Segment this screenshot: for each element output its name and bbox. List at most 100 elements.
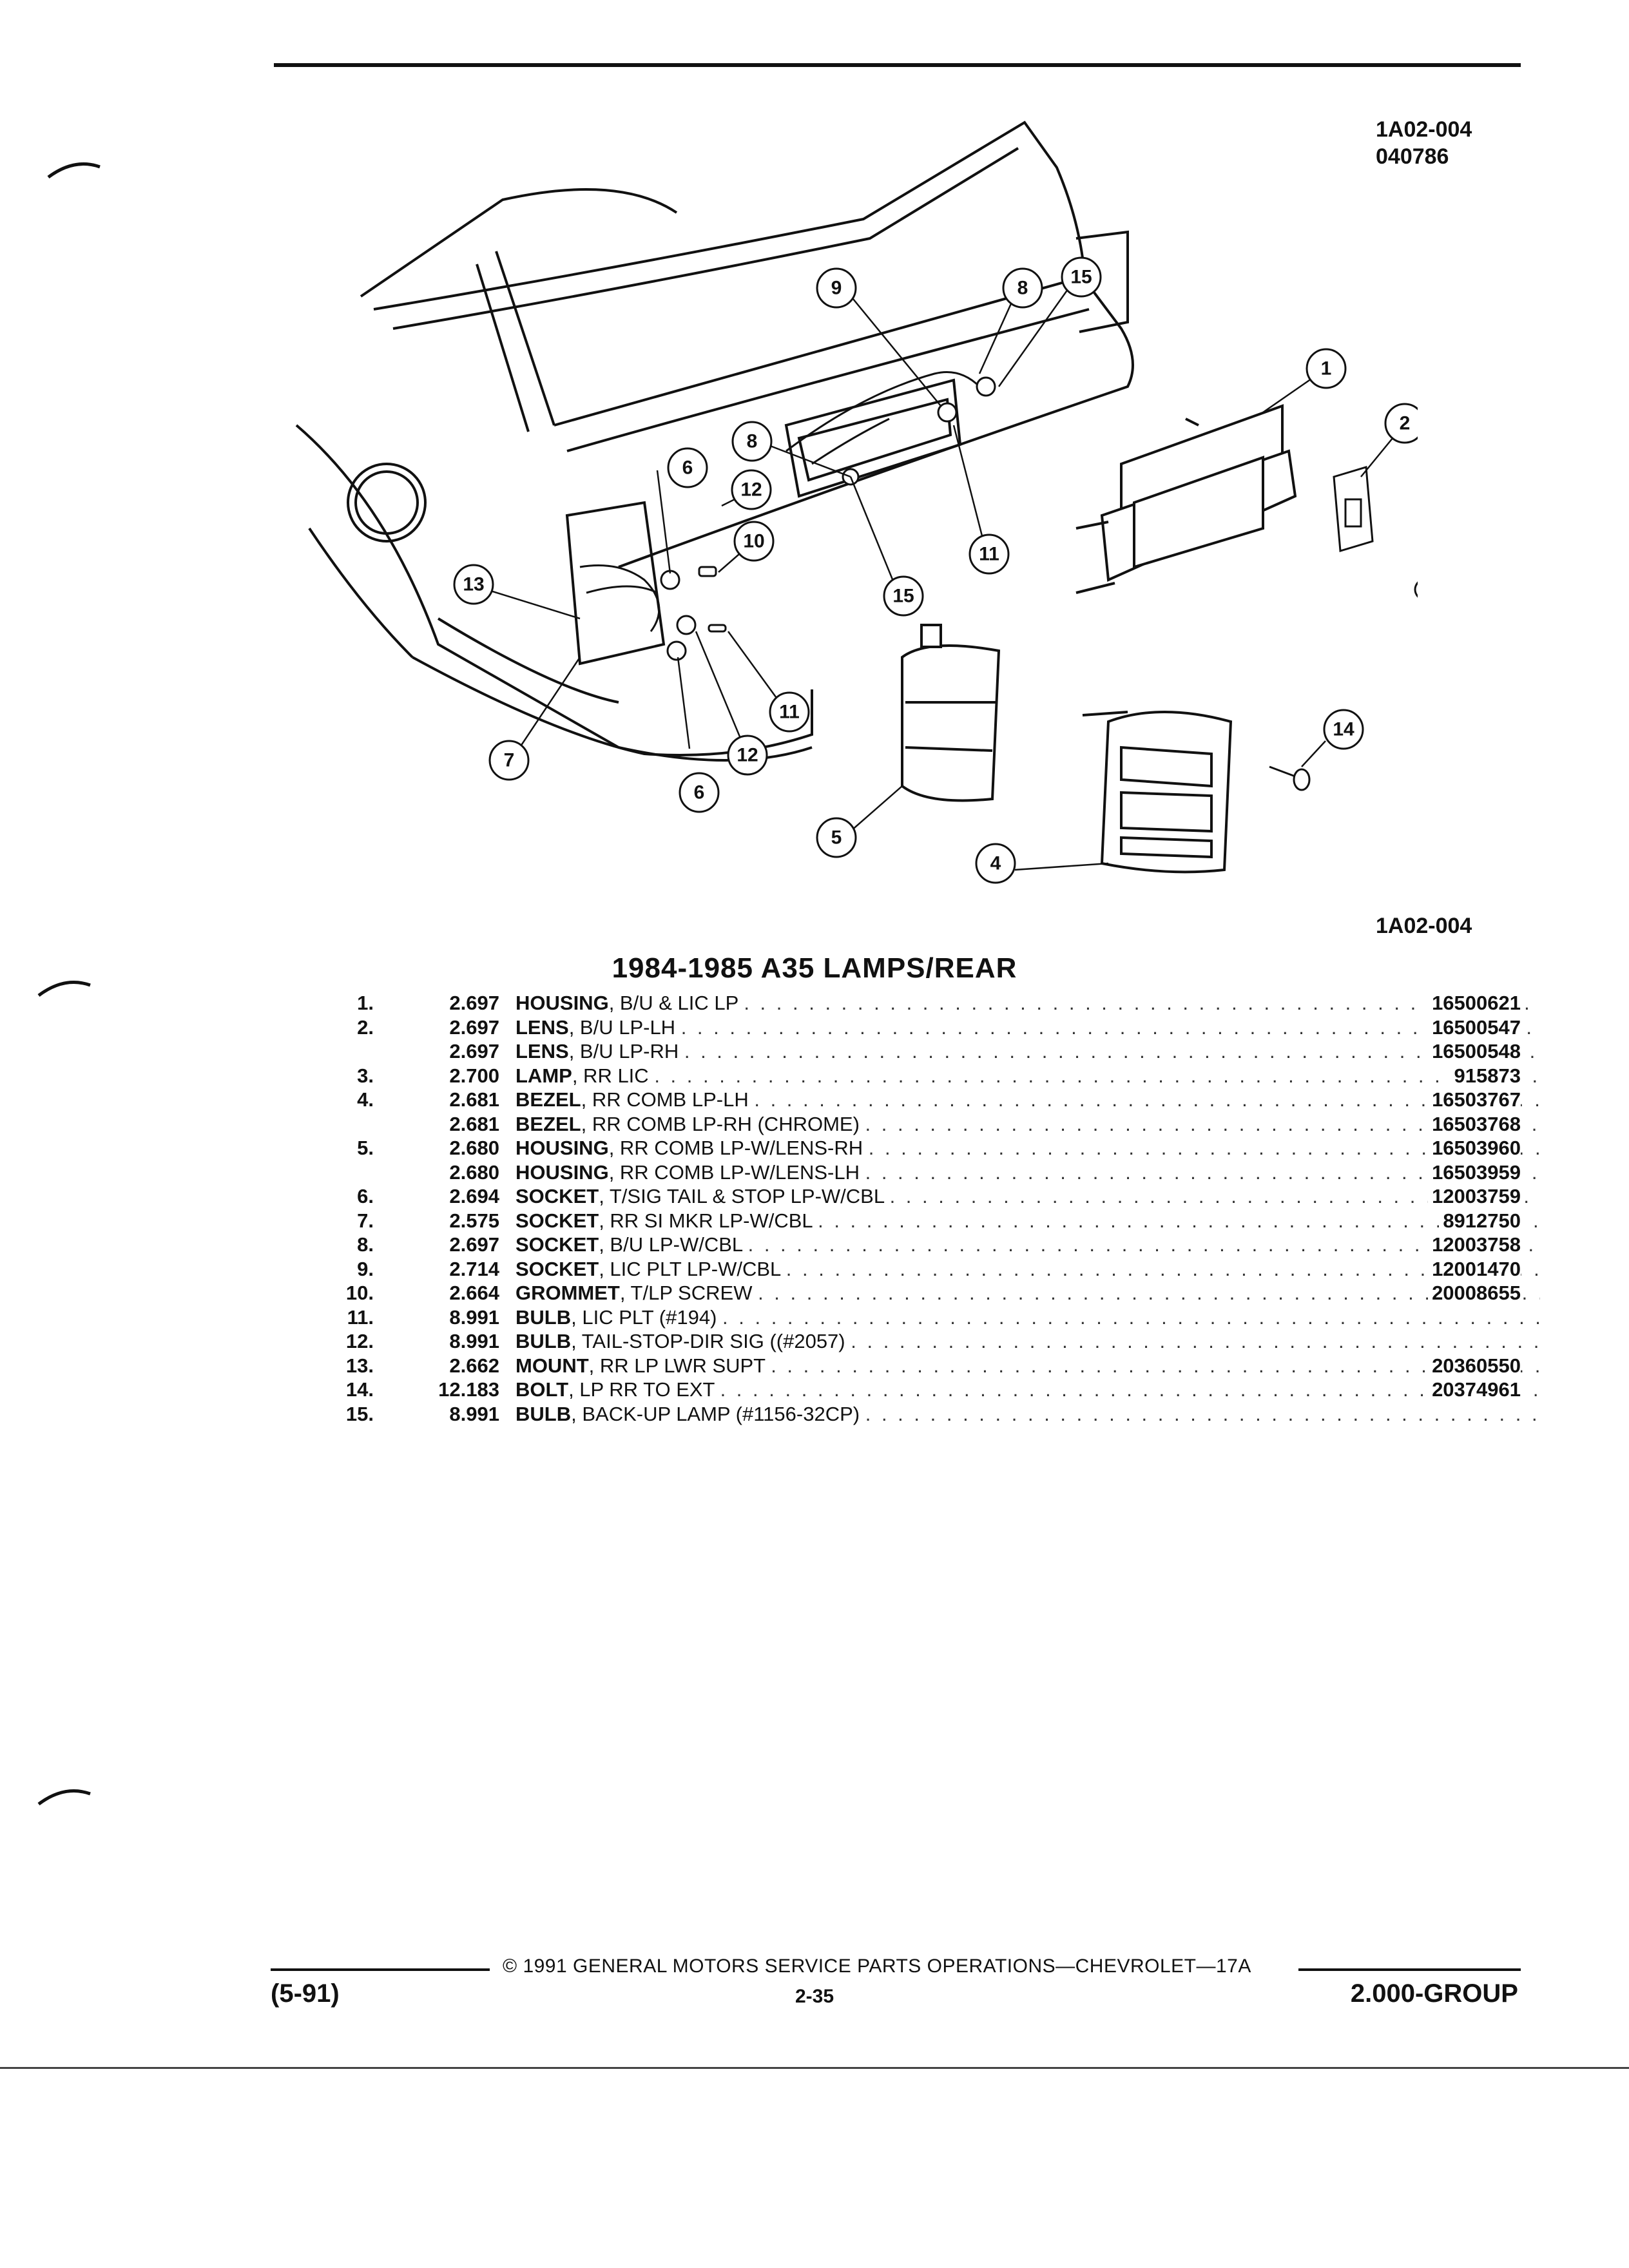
illustration-code-top: 1A02-004 <box>1376 117 1472 142</box>
bottom-rule <box>0 2067 1629 2069</box>
illustration-date-code: 040786 <box>1376 144 1449 169</box>
part-modifier: , RR COMB LP-RH (CHROME) <box>581 1112 860 1135</box>
part-number: 16503960 <box>1428 1136 1521 1160</box>
margin-mark-bottom <box>37 1789 91 1806</box>
part-modifier: , T/SIG TAIL & STOP LP-W/CBL <box>599 1185 884 1207</box>
dot-leader: . . . . . . . . . . . . . . . . . . . . … <box>786 1257 1540 1280</box>
dot-leader: . . . . . . . . . . . . . . . . . . . . … <box>865 1402 1540 1425</box>
part-number: 12003759 <box>1428 1184 1521 1209</box>
dot-leader: . . . . . . . . . . . . . . . . . . . . … <box>818 1209 1540 1232</box>
part-modifier: , B/U LP-RH <box>568 1040 679 1062</box>
callout-label: 5 <box>831 827 842 849</box>
callout-label: 11 <box>979 544 999 565</box>
callout-label: 6 <box>694 782 705 803</box>
callout-label: 1 <box>1321 358 1332 380</box>
copyright-notice: © 1991 GENERAL MOTORS SERVICE PARTS OPER… <box>503 1956 1251 1977</box>
part-2-lens <box>1333 466 1374 552</box>
part-modifier: , RR COMB LP-LH <box>581 1088 749 1111</box>
part-modifier: , T/LP SCREW <box>619 1282 753 1304</box>
callout-bubbles <box>453 256 1418 884</box>
callout-11b <box>769 691 810 733</box>
group-number-cell: 2.680 <box>449 1160 499 1184</box>
part-modifier: , B/U & LIC LP <box>608 992 738 1014</box>
callout-label: 15 <box>892 586 914 607</box>
group-number-cell: 2.681 <box>449 1112 499 1135</box>
dot-leader: . . . . . . . . . . . . . . . . . . . . … <box>720 1378 1540 1401</box>
callout-label: 9 <box>831 278 842 299</box>
callout-label: 8 <box>1017 278 1028 299</box>
callout-15a <box>1061 256 1102 298</box>
dot-leader: . . . . . . . . . . . . . . . . . . . . … <box>754 1088 1540 1111</box>
part-description: BOLT, LP RR TO EXT . . . . . . . . . . .… <box>516 1378 1540 1402</box>
callout-label: 10 <box>743 531 764 552</box>
item-number: 14. <box>345 1378 374 1401</box>
part-noun: LENS <box>516 1040 569 1062</box>
part-noun: LENS <box>516 1015 569 1039</box>
part-noun: HOUSING <box>516 1160 609 1184</box>
callout-9 <box>816 267 857 309</box>
callout-label: 2 <box>1400 413 1411 434</box>
callout-7 <box>488 740 530 781</box>
part-description: LAMP, RR LIC . . . . . . . . . . . . . .… <box>516 1064 1540 1088</box>
callout-label: 8 <box>747 431 758 452</box>
part-modifier: , BACK-UP LAMP (#1156-32CP) <box>571 1402 860 1425</box>
group-number-cell: 2.697 <box>449 1233 499 1256</box>
callout-12b <box>727 735 768 776</box>
part-number: 16500547 <box>1428 1015 1521 1039</box>
parts-list-row: 14. 12.183 BOLT, LP RR TO EXT . . . . . . … <box>335 1378 1540 1402</box>
part-number: 16503959 <box>1428 1160 1521 1184</box>
page-number: 2-35 <box>795 1986 834 2007</box>
part-modifier: , RR LP LWR SUPT <box>588 1354 766 1377</box>
part-noun: BOLT <box>516 1378 569 1401</box>
part-description: SOCKET, B/U LP-W/CBL . . . . . . . . . .… <box>516 1233 1540 1257</box>
callout-label: 6 <box>682 457 693 479</box>
part-noun: LAMP <box>516 1064 572 1087</box>
callout-label: 4 <box>990 853 1001 874</box>
item-number: 7. <box>357 1209 374 1232</box>
item-number: 3. <box>357 1064 374 1087</box>
group-number-cell: 8.991 <box>449 1402 499 1425</box>
margin-mark-middle <box>37 981 91 997</box>
part-modifier: , TAIL-STOP-DIR SIG ((#2057) <box>571 1330 845 1352</box>
part-noun: BULB <box>516 1305 572 1329</box>
part-description: MOUNT, RR LP LWR SUPT . . . . . . . . . … <box>516 1354 1540 1378</box>
part-noun: SOCKET <box>516 1257 599 1280</box>
part-number: 8912750 <box>1439 1208 1521 1233</box>
margin-mark-top <box>47 162 101 179</box>
part-description: BEZEL, RR COMB LP-LH . . . . . . . . . .… <box>516 1088 1540 1112</box>
part-number: 16503767 <box>1428 1088 1521 1112</box>
callout-8b <box>731 421 773 462</box>
callout-12a <box>731 469 772 510</box>
dot-leader: . . . . . . . . . . . . . . . . . . . . … <box>747 1233 1540 1256</box>
callout-11a <box>969 533 1010 575</box>
part-14-bolt <box>1269 765 1311 791</box>
exploded-parts-diagram: 1 2 3 4 5 6 6 7 8 8 9 10 11 11 12 12 13 … <box>295 120 1418 884</box>
part-noun: GROMMET <box>516 1282 620 1304</box>
part-modifier: , LIC PLT LP-W/CBL <box>599 1257 781 1280</box>
group-number-cell: 2.662 <box>449 1354 499 1377</box>
footer-rule-right <box>1298 1968 1521 1971</box>
part-number: 20360550 <box>1428 1353 1521 1378</box>
part-description: BULB, TAIL-STOP-DIR SIG ((#2057) . . . .… <box>516 1329 1540 1354</box>
group-number-cell: 12.183 <box>438 1378 499 1401</box>
part-description: LENS, B/U LP-LH . . . . . . . . . . . . … <box>516 1015 1540 1040</box>
footer-rule-left <box>271 1968 490 1971</box>
callout-label: 12 <box>737 745 758 766</box>
dot-leader: . . . . . . . . . . . . . . . . . . . . … <box>684 1040 1540 1062</box>
part-modifier: , RR COMB LP-W/LENS-RH <box>608 1137 863 1159</box>
group-number-cell: 2.694 <box>449 1185 499 1207</box>
callout-1 <box>1306 348 1347 389</box>
part-modifier: , LP RR TO EXT <box>568 1378 715 1401</box>
callout-4 <box>975 843 1016 884</box>
revision-date: (5-91) <box>271 1979 340 2008</box>
item-number: 15. <box>345 1402 374 1425</box>
callout-14 <box>1323 709 1364 750</box>
